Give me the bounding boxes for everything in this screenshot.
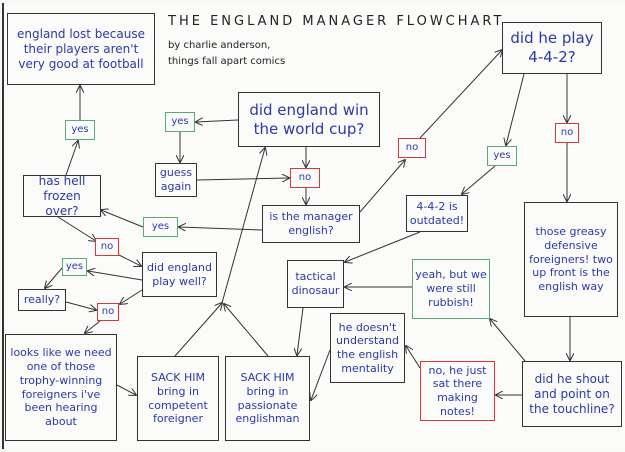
node-sack-englishman: SACK HIM bring in passionate englishman xyxy=(225,356,310,441)
node-shout: did he shout and point on the touchline? xyxy=(522,361,622,427)
node-notes: no, he just sat there making notes! xyxy=(420,361,495,421)
node-win: did england win the world cup? xyxy=(238,92,380,147)
node-tactical: tactical dinosaur xyxy=(287,260,344,308)
label-no: no xyxy=(290,168,320,188)
node-english: is the manager english? xyxy=(262,205,360,243)
node-lost: england lost because their players aren'… xyxy=(7,13,155,85)
byline: by charlie anderson, xyxy=(168,40,271,51)
node-outdated: 4-4-2 is outdated! xyxy=(406,195,468,232)
node-guess: guess again xyxy=(155,163,197,197)
node-play442: did he play 4-4-2? xyxy=(502,22,602,74)
label-yes: yes xyxy=(62,258,87,276)
node-mentality: he doesn't understand the english mental… xyxy=(330,313,405,383)
node-greasy: those greasy defensive foreigners! two u… xyxy=(524,202,618,317)
label-no: no xyxy=(95,238,119,256)
label-no: no xyxy=(97,303,119,321)
publisher: things fall apart comics xyxy=(168,56,286,67)
node-rubbish: yeah, but we were still rubbish! xyxy=(412,259,490,319)
label-no: no xyxy=(555,123,579,143)
node-really: really? xyxy=(18,289,66,311)
label-yes: yes xyxy=(487,146,517,166)
node-sack-foreigner: SACK HIM bring in competent foreigner xyxy=(137,356,219,441)
node-hell: has hell frozen over? xyxy=(23,174,101,218)
node-playwell: did england play well? xyxy=(142,252,217,297)
label-no: no xyxy=(398,138,426,158)
label-yes: yes xyxy=(65,120,95,140)
node-trophy: looks like we need one of those trophy-w… xyxy=(5,334,117,441)
label-yes: yes xyxy=(143,217,178,237)
chart-title: THE ENGLAND MANAGER FLOWCHART xyxy=(168,14,505,29)
label-yes: yes xyxy=(165,112,195,132)
